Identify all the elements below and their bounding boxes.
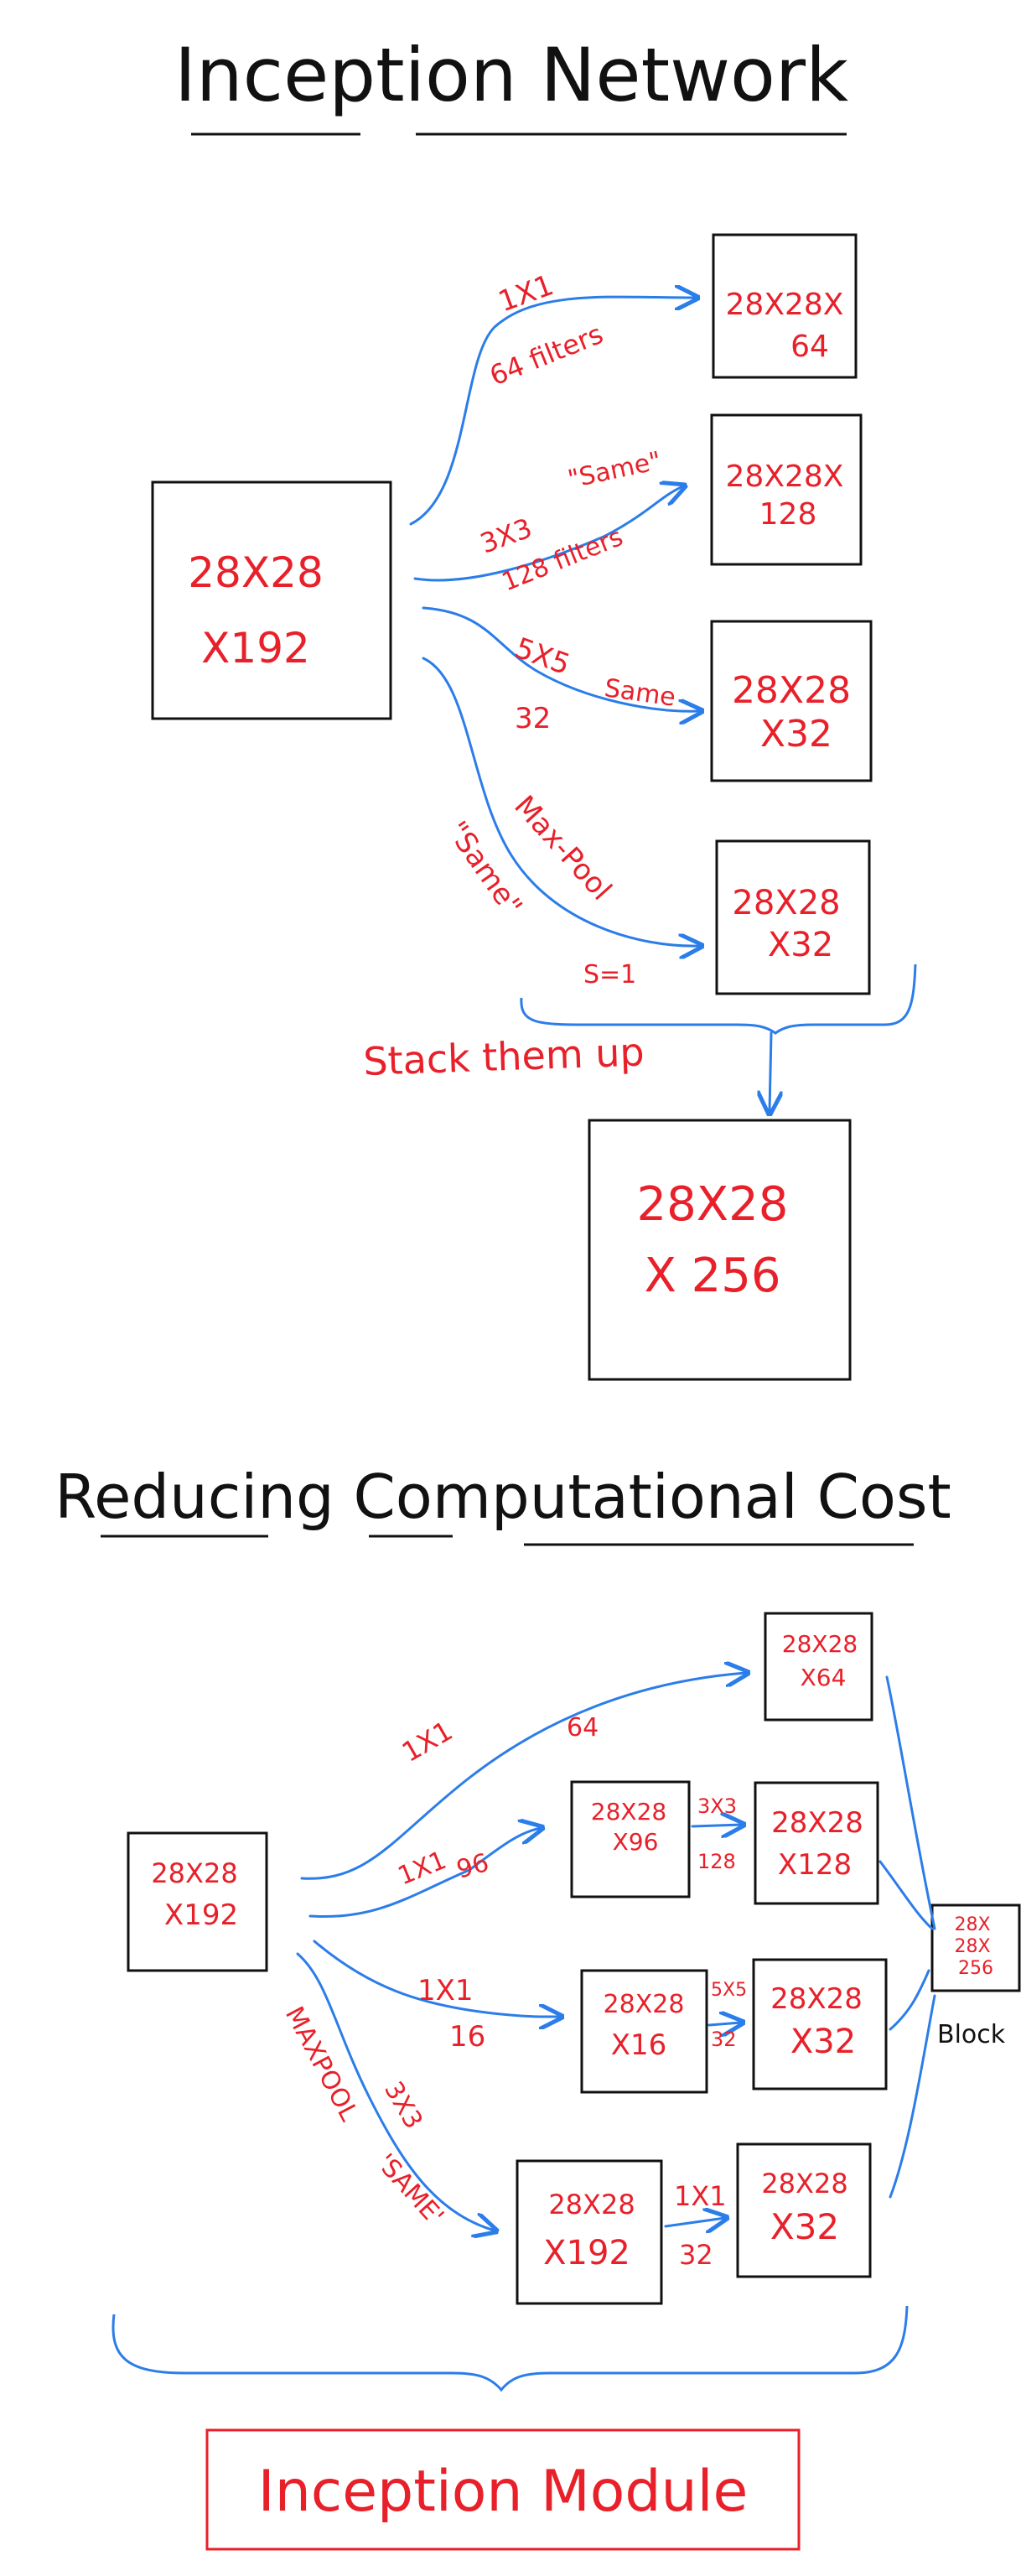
output-box-1x1 [712, 233, 858, 379]
box-5x5-32 [752, 1958, 888, 2090]
line-concat-1 [885, 1675, 936, 1930]
input-box [151, 480, 392, 720]
label-p4b-32: 32 [679, 2239, 713, 2271]
output-1x1-dim-1: 28X28X [726, 288, 844, 322]
box-5x5-32-dim-2: X32 [790, 2023, 856, 2061]
bottom-input-dim-1: 28X28 [151, 1857, 237, 1889]
output-box-5x5 [710, 620, 873, 782]
block-label: Block [937, 2020, 1006, 2049]
stack-brace [520, 963, 917, 1035]
label-1x1: 1X1 [494, 268, 557, 319]
box-3x3-128-dim-2: X128 [778, 1848, 852, 1882]
label-p4b-1x1: 1X1 [674, 2180, 727, 2212]
label-p2-96: 96 [453, 1848, 492, 1885]
label-same-5x5: Same [603, 673, 677, 713]
output-3x3-dim-2: 128 [759, 497, 817, 532]
line-concat-2 [878, 1860, 934, 1930]
label-p1-1x1: 1X1 [396, 1715, 458, 1768]
box-1x1-64-dim-1: 28X28 [782, 1630, 858, 1658]
box-1x1-96 [570, 1780, 691, 1898]
stacked-output-box [588, 1119, 852, 1381]
arrow-stack-down [770, 1031, 771, 1112]
label-5x5: 5X5 [510, 631, 574, 682]
label-p3-1x1: 1X1 [417, 1974, 474, 2007]
label-p4-same: 'SAME' [371, 2148, 449, 2231]
label-p2b-3x3: 3X3 [697, 1794, 737, 1818]
label-32: 32 [515, 702, 551, 735]
box-maxpool-192-dim-2: X192 [543, 2234, 630, 2272]
module-brace [111, 2305, 909, 2392]
bottom-input-dim-2: X192 [164, 1898, 238, 1932]
label-same-3x3: "Same" [565, 446, 664, 495]
output-box-maxpool [715, 839, 871, 995]
label-p4-3x3: 3X3 [378, 2077, 428, 2134]
arrow-1x1-32 [664, 2218, 725, 2226]
label-p4-maxpool: MAXPOOL [279, 2002, 364, 2126]
label-p1-64: 64 [567, 1713, 599, 1742]
block-dim-1: 28X [954, 1914, 990, 1935]
bottom-input-box [127, 1831, 268, 1972]
box-1x1-16-dim-2: X16 [611, 2028, 667, 2062]
box-maxpool-192 [516, 2159, 663, 2305]
line-concat-3 [889, 1969, 930, 2031]
output-5x5-dim-1: 28X28 [732, 669, 851, 712]
box-1x1-16 [580, 1969, 708, 2094]
label-p3-16: 16 [449, 2020, 485, 2054]
title-reducing-cost: Reducing Computational Cost [54, 1462, 951, 1532]
label-same-pool: "Same" [440, 815, 529, 922]
box-1x1-96-dim-2: X96 [613, 1828, 659, 1856]
line-concat-4 [889, 1994, 936, 2199]
box-1x1-64 [764, 1612, 873, 1722]
label-p3b-32: 32 [711, 2028, 737, 2051]
input-dim-1: 28X28 [188, 548, 324, 597]
block-box [930, 1903, 1021, 1992]
box-1x1-32-dim-1: 28X28 [761, 2168, 847, 2199]
arrow-path-1x1-64 [300, 1673, 746, 1880]
stacked-dim-1: 28X28 [637, 1177, 789, 1232]
title-inception-network: Inception Network [174, 32, 848, 118]
label-p2b-128: 128 [697, 1850, 736, 1873]
label-max-pool: Max-Pool [507, 789, 618, 906]
arrow-branch-3x3 [413, 486, 683, 582]
output-1x1-dim-2: 64 [790, 330, 829, 364]
block-dim-2: 28X [954, 1936, 990, 1957]
box-1x1-96-dim-1: 28X28 [591, 1798, 666, 1826]
inception-module-label: Inception Module [258, 2459, 749, 2525]
output-maxpool-dim-1: 28X28 [732, 884, 840, 922]
box-1x1-64-dim-2: X64 [801, 1664, 847, 1691]
label-stack-them-up: Stack them up [362, 1029, 645, 1084]
box-1x1-32 [736, 2142, 872, 2278]
label-s1: S=1 [583, 960, 636, 989]
label-64-filters: 64 filters [485, 318, 608, 392]
inception-module-box [205, 2428, 801, 2551]
box-maxpool-192-dim-1: 28X28 [548, 2189, 635, 2220]
block-dim-3: 256 [958, 1958, 993, 1979]
arrow-branch-1x1 [409, 297, 696, 526]
output-box-3x3 [710, 413, 863, 566]
label-3x3: 3X3 [476, 512, 536, 559]
output-5x5-dim-2: X32 [760, 713, 832, 756]
box-1x1-32-dim-2: X32 [770, 2206, 839, 2247]
stacked-dim-2: X 256 [644, 1249, 780, 1303]
arrow-path-1x1-96 [308, 1828, 541, 1919]
arrow-path-1x1-16 [313, 1940, 560, 2017]
label-p2-1x1: 1X1 [394, 1846, 451, 1891]
box-3x3-128-dim-1: 28X28 [771, 1806, 863, 1840]
arrow-branch-5x5 [422, 606, 700, 711]
box-3x3-128 [754, 1781, 879, 1905]
label-p3b-5x5: 5X5 [711, 1980, 747, 2001]
output-maxpool-dim-2: X32 [768, 926, 833, 964]
arrow-branch-maxpool [422, 657, 700, 946]
arrow-path-maxpool [296, 1952, 495, 2231]
input-dim-2: X192 [201, 624, 310, 673]
box-5x5-32-dim-1: 28X28 [770, 1982, 863, 2016]
arrow-3x3-128 [691, 1825, 742, 1826]
box-1x1-16-dim-1: 28X28 [604, 1990, 685, 2019]
output-3x3-dim-1: 28X28X [726, 460, 844, 494]
arrow-5x5-32 [707, 2023, 741, 2025]
